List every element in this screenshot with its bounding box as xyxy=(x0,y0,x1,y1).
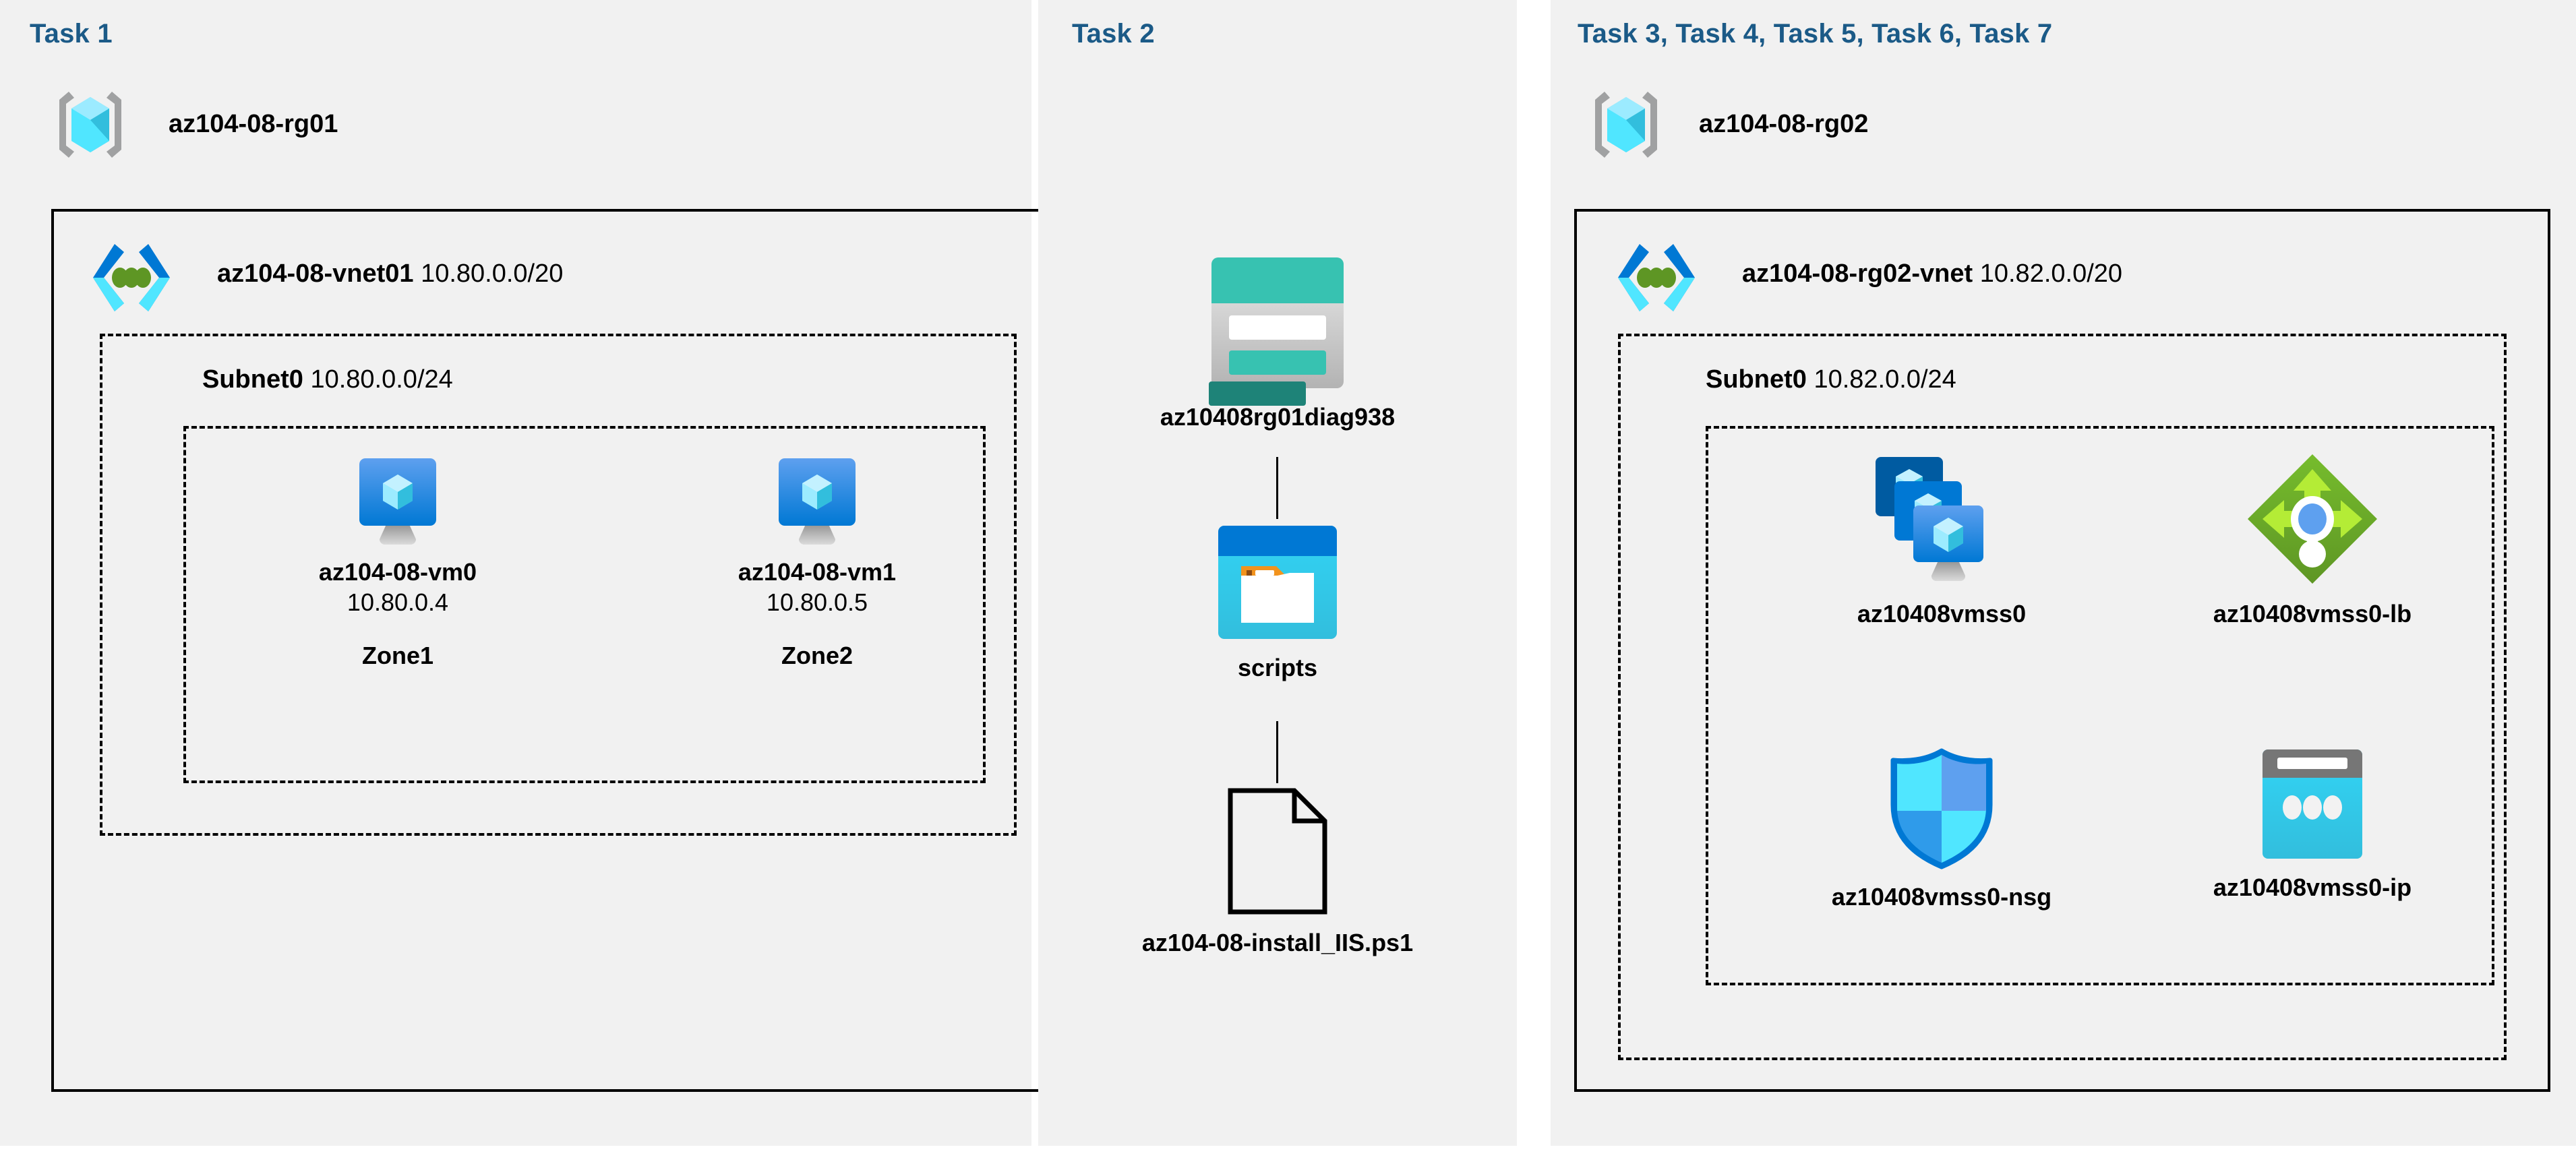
storage-account-row-dark xyxy=(1209,381,1306,406)
vm-ip: 10.80.0.4 xyxy=(347,588,449,616)
task1-subnet-label: Subnet0 10.80.0.0/24 xyxy=(202,365,453,394)
load-balancer-node[interactable]: az10408vmss0-lb xyxy=(2144,452,2481,629)
storage-account-name: az10408rg01diag938 xyxy=(1160,403,1396,431)
task1-vnet-cidr: 10.80.0.0/20 xyxy=(421,259,564,288)
task1-vm-group-box xyxy=(183,426,986,783)
vm-name: az104-08-vm0 xyxy=(318,558,477,586)
connector-storage-to-scripts xyxy=(1276,457,1278,519)
vm-node[interactable]: az104-08-vm0 10.80.0.4 Zone1 xyxy=(276,457,519,670)
public-ip-address-name: az10408vmss0-ip xyxy=(2213,873,2412,901)
network-security-group-node[interactable]: az10408vmss0-nsg xyxy=(1773,748,2110,912)
virtual-machine-icon xyxy=(358,457,438,545)
network-security-group-name: az10408vmss0-nsg xyxy=(1831,883,2052,911)
task3to7-resource-group-box xyxy=(1706,426,2494,985)
vm-scale-set-icon xyxy=(1874,452,2009,586)
blob-container-node[interactable]: scripts xyxy=(1096,524,1460,683)
file-node[interactable]: az104-08-install_IIS.ps1 xyxy=(1096,787,1460,958)
task1-vnet-label: az104-08-vnet01 10.80.0.0/20 xyxy=(217,259,563,288)
task3to7-vnet-cidr: 10.82.0.0/20 xyxy=(1979,259,2123,288)
file-icon xyxy=(1227,787,1328,915)
task3to7-title: Task 3, Task 4, Task 5, Task 6, Task 7 xyxy=(1578,19,2053,49)
task3to7-panel xyxy=(1551,0,2576,1146)
vm-node[interactable]: az104-08-vm1 10.80.0.5 Zone2 xyxy=(696,457,938,670)
task3to7-subnet-box xyxy=(1618,334,2507,1060)
task3to7-subnet-name: Subnet0 xyxy=(1706,365,1807,394)
task3to7-resource-group-name: az104-08-rg02 xyxy=(1699,110,1869,138)
public-ip-address-node[interactable]: az10408vmss0-ip xyxy=(2144,748,2481,902)
task1-resource-group-label: az104-08-rg01 xyxy=(169,110,338,139)
network-security-group-icon xyxy=(1886,748,1997,869)
file-name: az104-08-install_IIS.ps1 xyxy=(1141,929,1414,956)
storage-account-icon xyxy=(1210,256,1345,390)
task1-subnet-cidr: 10.80.0.0/24 xyxy=(310,365,453,394)
task1-panel xyxy=(0,0,1031,1146)
task3to7-resource-group-label: az104-08-rg02 xyxy=(1699,110,1868,139)
virtual-network-icon xyxy=(1617,241,1696,314)
vm-zone: Zone2 xyxy=(781,641,853,669)
task3to7-subnet-cidr: 10.82.0.0/24 xyxy=(1814,365,1956,394)
task1-vnet-name: az104-08-vnet01 xyxy=(217,259,414,288)
task3to7-vnet-label: az104-08-rg02-vnet 10.82.0.0/20 xyxy=(1742,259,2122,288)
task1-resource-group-name: az104-08-rg01 xyxy=(169,110,338,138)
resource-group-icon xyxy=(50,88,131,162)
load-balancer-icon xyxy=(2245,452,2380,586)
blob-container-icon xyxy=(1217,524,1338,640)
connector-scripts-to-file xyxy=(1276,721,1278,783)
task3to7-vnet-name: az104-08-rg02-vnet xyxy=(1742,259,1973,288)
task1-title: Task 1 xyxy=(30,19,113,49)
load-balancer-name: az10408vmss0-lb xyxy=(2213,600,2412,627)
task3to7-subnet-label: Subnet0 10.82.0.0/24 xyxy=(1706,365,1956,394)
resource-group-icon xyxy=(1586,88,1667,162)
blob-container-name: scripts xyxy=(1237,654,1318,681)
public-ip-address-icon xyxy=(2261,748,2364,860)
vm-ip: 10.80.0.5 xyxy=(766,588,868,616)
vm-scale-set-node[interactable]: az10408vmss0 xyxy=(1773,452,2110,629)
task1-subnet-name: Subnet0 xyxy=(202,365,303,394)
task3to7-vnet-box xyxy=(1574,209,2550,1092)
virtual-network-icon xyxy=(92,241,171,314)
storage-account-node[interactable]: az10408rg01diag938 xyxy=(1096,256,1460,432)
vm-zone: Zone1 xyxy=(361,641,433,669)
virtual-machine-icon xyxy=(777,457,857,545)
task2-title: Task 2 xyxy=(1072,19,1155,49)
vm-scale-set-name: az10408vmss0 xyxy=(1857,600,2027,627)
vm-name: az104-08-vm1 xyxy=(738,558,897,586)
task1-subnet-box xyxy=(100,334,1017,836)
